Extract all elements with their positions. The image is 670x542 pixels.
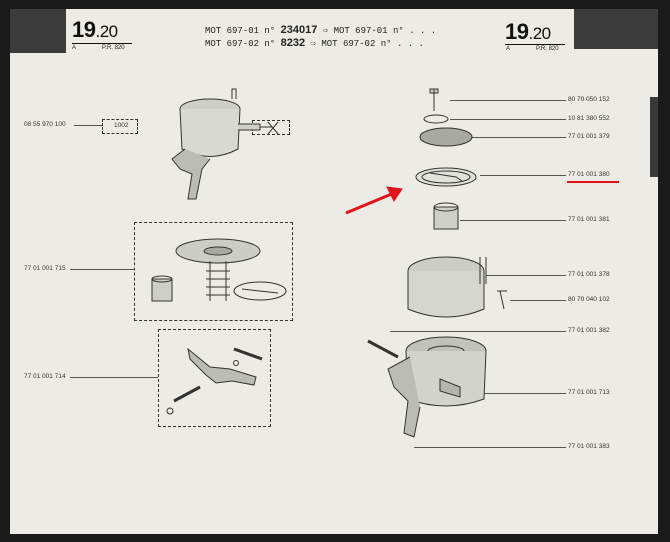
- ref-right-1: 80 70 050 152: [568, 96, 610, 103]
- leader-line: [486, 275, 566, 276]
- ref-right-9: 77 01 001 713: [568, 389, 610, 396]
- ref-right-7: 80 70 040 102: [568, 296, 610, 303]
- section-number-left: 19.20: [72, 17, 118, 42]
- ref-right-4-highlighted: 77 01 001 380: [568, 171, 610, 178]
- part-box-1002: [102, 119, 138, 134]
- ref-08-55-970-100: 08 55 970 100: [24, 121, 66, 128]
- leader-line: [70, 269, 134, 270]
- leader-line: [460, 220, 566, 221]
- parts-drawing: [151, 88, 507, 438]
- ref-right-8: 77 01 001 382: [568, 327, 610, 334]
- mot-line-2: MOT 697-02 n° 8232 ⇨ MOT 697-02 n° . . .: [205, 37, 424, 49]
- index-left: A: [72, 45, 77, 51]
- leader-line: [450, 119, 566, 120]
- highlight-underline: [567, 181, 619, 183]
- mot-line-1: MOT 697-01 n° 234017 ⇨ MOT 697-01 n° . .…: [205, 24, 437, 36]
- leader-line: [440, 393, 566, 394]
- pr-right: P.R. 820: [536, 46, 559, 52]
- pr-left: P.R. 820: [102, 45, 125, 51]
- pump-thumbnail-left: [10, 9, 66, 53]
- page-edge-shadow: [650, 97, 658, 177]
- header-rule-right: [505, 44, 565, 45]
- leader-line: [480, 175, 566, 176]
- catalog-page: 19.20 A P.R. 820 MOT 697-01 n° 234017 ⇨ …: [10, 9, 658, 534]
- leader-line: [74, 125, 102, 126]
- leader-line: [414, 447, 566, 448]
- pump-thumbnail-right: [574, 9, 658, 49]
- ref-right-6: 77 01 001 378: [568, 271, 610, 278]
- ref-kit-715: 77 01 001 715: [24, 265, 66, 272]
- ref-right-3: 77 01 001 379: [568, 133, 610, 140]
- leader-line: [70, 377, 158, 378]
- leader-line: [450, 100, 566, 101]
- diaphragm-kit-drawing: [151, 238, 287, 302]
- leader-line: [510, 300, 566, 301]
- ref-right-2: 10 81 380 552: [568, 115, 610, 122]
- index-right: A: [506, 46, 511, 52]
- leader-line: [390, 331, 566, 332]
- lever-kit-drawing: [166, 347, 263, 415]
- section-number-right: 19.20: [505, 19, 551, 44]
- ref-right-10: 77 01 001 383: [568, 443, 610, 450]
- ref-kit-714: 77 01 001 714: [24, 373, 66, 380]
- leader-line: [470, 137, 566, 138]
- box-label-1002: 1002: [114, 122, 129, 129]
- highlight-arrow-icon: [345, 186, 403, 215]
- exploded-pump-drawing: [367, 88, 507, 438]
- header-rule-left: [72, 43, 132, 44]
- kit-box-715: [134, 222, 293, 321]
- ref-right-5: 77 01 001 381: [568, 216, 610, 223]
- arrow-icon: ⇨: [322, 26, 329, 36]
- arrow-icon: ⇨: [310, 39, 316, 49]
- fuel-pump-assembly-drawing: [171, 88, 279, 200]
- kit-box-714: [158, 329, 271, 427]
